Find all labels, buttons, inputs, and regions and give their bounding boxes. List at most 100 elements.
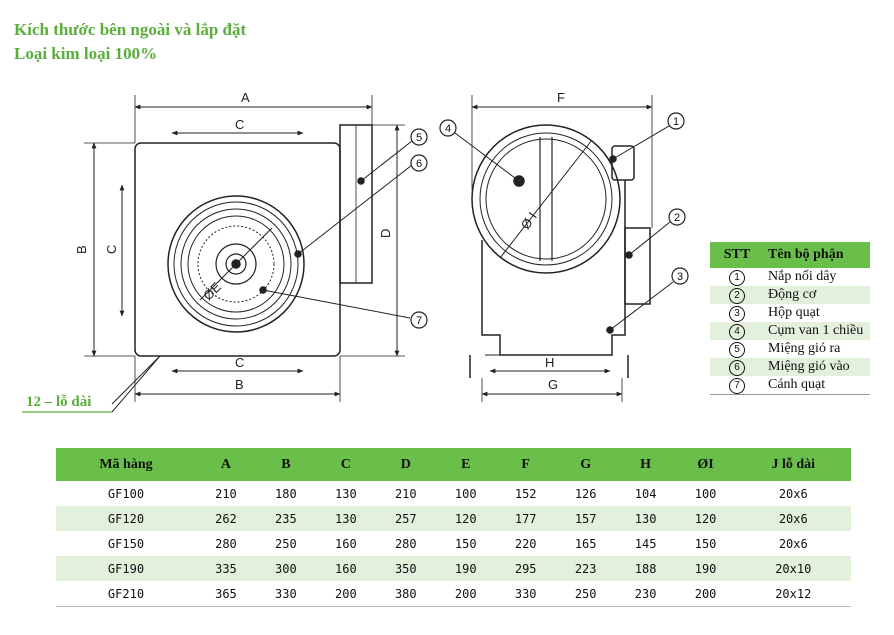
dim-label-h: H bbox=[545, 355, 554, 370]
dims-value-cell: 20x6 bbox=[778, 486, 808, 501]
dims-value-cell: 350 bbox=[375, 556, 436, 581]
part-name: Miệng gió vào bbox=[764, 358, 870, 376]
dims-value-cell: 330 bbox=[255, 581, 316, 607]
part-name: Miệng gió ra bbox=[768, 341, 841, 356]
dims-value-cell: 220 bbox=[514, 536, 537, 551]
technical-drawing: A C C B B C D ØE F H G Ø I bbox=[22, 90, 689, 413]
front-housing-body bbox=[134, 142, 341, 357]
part-name: Hộp quạt bbox=[768, 305, 820, 320]
part-number-badge: 6 bbox=[729, 359, 745, 376]
dims-value-cell: 20x6 bbox=[778, 536, 808, 551]
dims-value-cell: 20x10 bbox=[735, 556, 851, 581]
dim-label-i: Ø I bbox=[518, 209, 540, 232]
part-name: Nắp nối dây bbox=[768, 269, 837, 284]
dims-value-cell: 190 bbox=[435, 556, 496, 581]
svg-text:6: 6 bbox=[416, 158, 422, 170]
part-name: Cánh quạt bbox=[764, 376, 870, 395]
dims-value-cell: 130 bbox=[335, 486, 357, 501]
dims-value-cell: 280 bbox=[394, 536, 417, 551]
callout-2: 2 bbox=[668, 208, 686, 226]
dims-value-cell: 152 bbox=[514, 486, 537, 501]
model-code-cell: GF100 bbox=[107, 486, 145, 501]
dims-value-cell: 104 bbox=[634, 486, 657, 501]
model-code-cell: GF150 bbox=[107, 536, 145, 551]
dims-value-cell: 223 bbox=[555, 556, 616, 581]
svg-text:3: 3 bbox=[677, 271, 683, 283]
dim-label-c-bottom: C bbox=[235, 355, 244, 370]
title-dimensions: Kích thước bên ngoài và lắp đặt bbox=[14, 20, 247, 39]
part-number-badge: 1 bbox=[729, 269, 745, 286]
svg-text:5: 5 bbox=[416, 132, 422, 144]
dims-value-cell: 157 bbox=[555, 506, 616, 531]
dim-label-b-left: B bbox=[74, 245, 89, 254]
dims-value-cell: 145 bbox=[634, 536, 657, 551]
dims-header-cell: F bbox=[495, 448, 556, 481]
model-code-cell: GF120 bbox=[56, 506, 196, 531]
dims-value-cell: 100 bbox=[694, 486, 717, 501]
dims-value-cell: 150 bbox=[694, 536, 717, 551]
parts-row: 5 Miệng gió ra bbox=[710, 340, 870, 358]
part-number-badge: 3 bbox=[729, 305, 745, 322]
part-number-badge: 7 bbox=[729, 377, 745, 394]
dims-value-cell: 365 bbox=[195, 581, 256, 607]
dims-value-cell: 100 bbox=[454, 486, 477, 501]
dims-value-cell: 150 bbox=[454, 536, 477, 551]
dim-label-b-bottom: B bbox=[235, 377, 244, 392]
part-name: Động cơ bbox=[764, 286, 870, 304]
part-name: Cụm van 1 chiều bbox=[764, 322, 870, 340]
dim-label-a: A bbox=[241, 90, 250, 105]
dims-value-cell: 335 bbox=[195, 556, 256, 581]
motor-box bbox=[624, 227, 651, 305]
dims-value-cell: 120 bbox=[435, 506, 496, 531]
dims-value-cell: 250 bbox=[555, 581, 616, 607]
part-number-badge: 5 bbox=[729, 341, 745, 358]
dims-value-cell: 188 bbox=[615, 556, 676, 581]
dim-label-g: G bbox=[548, 377, 558, 392]
dims-value-cell: 295 bbox=[495, 556, 556, 581]
dim-label-f: F bbox=[557, 90, 565, 105]
svg-text:7: 7 bbox=[416, 315, 422, 327]
dims-header-cell: E bbox=[435, 448, 496, 481]
parts-row: 4 Cụm van 1 chiều bbox=[710, 322, 870, 340]
part-number-badge: 4 bbox=[729, 323, 745, 340]
dims-header-cell: C bbox=[315, 448, 376, 481]
dims-value-cell: 235 bbox=[255, 506, 316, 531]
dims-value-cell: 330 bbox=[495, 581, 556, 607]
dims-value-cell: 177 bbox=[495, 506, 556, 531]
terminal-cover bbox=[611, 145, 635, 181]
dims-value-cell: 380 bbox=[375, 581, 436, 607]
dims-value-cell: 200 bbox=[315, 581, 376, 607]
dims-value-cell: 165 bbox=[574, 536, 597, 551]
dims-value-cell: 190 bbox=[675, 556, 736, 581]
svg-text:4: 4 bbox=[445, 123, 451, 135]
callout-6: 6 bbox=[410, 154, 428, 172]
svg-text:2: 2 bbox=[674, 212, 680, 224]
side-housing-circle bbox=[471, 124, 621, 274]
dims-value-cell: 262 bbox=[195, 506, 256, 531]
dims-value-cell: 200 bbox=[435, 581, 496, 607]
holes-note-leader bbox=[111, 355, 161, 413]
dims-value-cell: 130 bbox=[315, 506, 376, 531]
svg-text:1: 1 bbox=[673, 116, 679, 128]
callout-4: 4 bbox=[439, 119, 457, 137]
dims-value-cell: 180 bbox=[275, 486, 297, 501]
parts-row: 7 Cánh quạt bbox=[710, 376, 870, 395]
dims-value-cell: 250 bbox=[275, 536, 297, 551]
dims-value-cell: 257 bbox=[375, 506, 436, 531]
dim-label-d: D bbox=[378, 229, 393, 238]
parts-header-stt: STT bbox=[710, 242, 764, 268]
parts-header-name: Tên bộ phận bbox=[764, 242, 870, 268]
subtitle-material: Loại kim loại 100% bbox=[14, 44, 158, 63]
dims-value-cell: 200 bbox=[675, 581, 736, 607]
dims-value-cell: 20x12 bbox=[735, 581, 851, 607]
front-view bbox=[84, 95, 413, 405]
dims-value-cell: 300 bbox=[255, 556, 316, 581]
dims-value-cell: 210 bbox=[394, 486, 417, 501]
dim-label-c-left: C bbox=[104, 245, 119, 254]
model-code-cell: GF210 bbox=[56, 581, 196, 607]
